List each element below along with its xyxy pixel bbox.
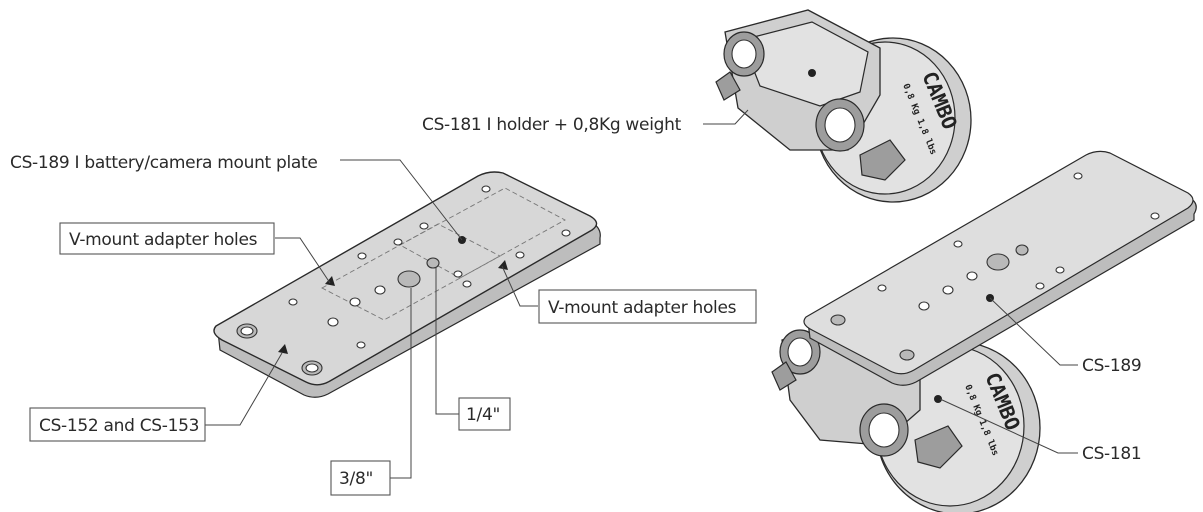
label-vmount-right-text: V-mount adapter holes <box>548 298 737 318</box>
mount-plate-drawing <box>213 171 601 398</box>
holder-weight-drawing: CAMBO 0,8 Kg 1,8 lbs <box>715 9 972 203</box>
label-cs189: CS-189 <box>1082 356 1142 376</box>
label-cs152-153-text: CS-152 and CS-153 <box>39 416 199 436</box>
label-vmount-left-text: V-mount adapter holes <box>69 230 258 250</box>
label-quarter-inch-text: 1/4" <box>466 405 500 425</box>
label-three-eighths: 3/8" <box>330 460 391 496</box>
label-vmount-right: V-mount adapter holes <box>538 289 757 324</box>
label-mount-plate: CS-189 I battery/camera mount plate <box>10 153 318 173</box>
label-cs181-text: CS-181 <box>1082 444 1141 464</box>
label-vmount-left-box <box>59 222 275 255</box>
label-cs189-text: CS-189 <box>1082 356 1141 376</box>
label-cs152-153: CS-152 and CS-153 <box>29 407 206 442</box>
label-vmount-right-box <box>538 289 757 324</box>
label-holder-weight: CS-181 I holder + 0,8Kg weight <box>422 115 682 135</box>
label-three-eighths-text: 3/8" <box>339 469 373 489</box>
assembly-drawing: CAMBO 0,8 Kg 1,8 lbs <box>771 150 1197 512</box>
label-mount-plate-text: CS-189 I battery/camera mount plate <box>10 153 318 173</box>
label-quarter-inch: 1/4" <box>458 397 511 431</box>
label-cs181: CS-181 <box>1082 444 1142 464</box>
label-quarter-inch-box <box>458 397 511 431</box>
label-three-eighths-box <box>330 460 391 496</box>
label-cs152-153-box <box>29 407 206 442</box>
leader-lines <box>205 109 1078 479</box>
label-vmount-left: V-mount adapter holes <box>59 222 275 255</box>
label-holder-weight-text: CS-181 I holder + 0,8Kg weight <box>422 115 682 135</box>
